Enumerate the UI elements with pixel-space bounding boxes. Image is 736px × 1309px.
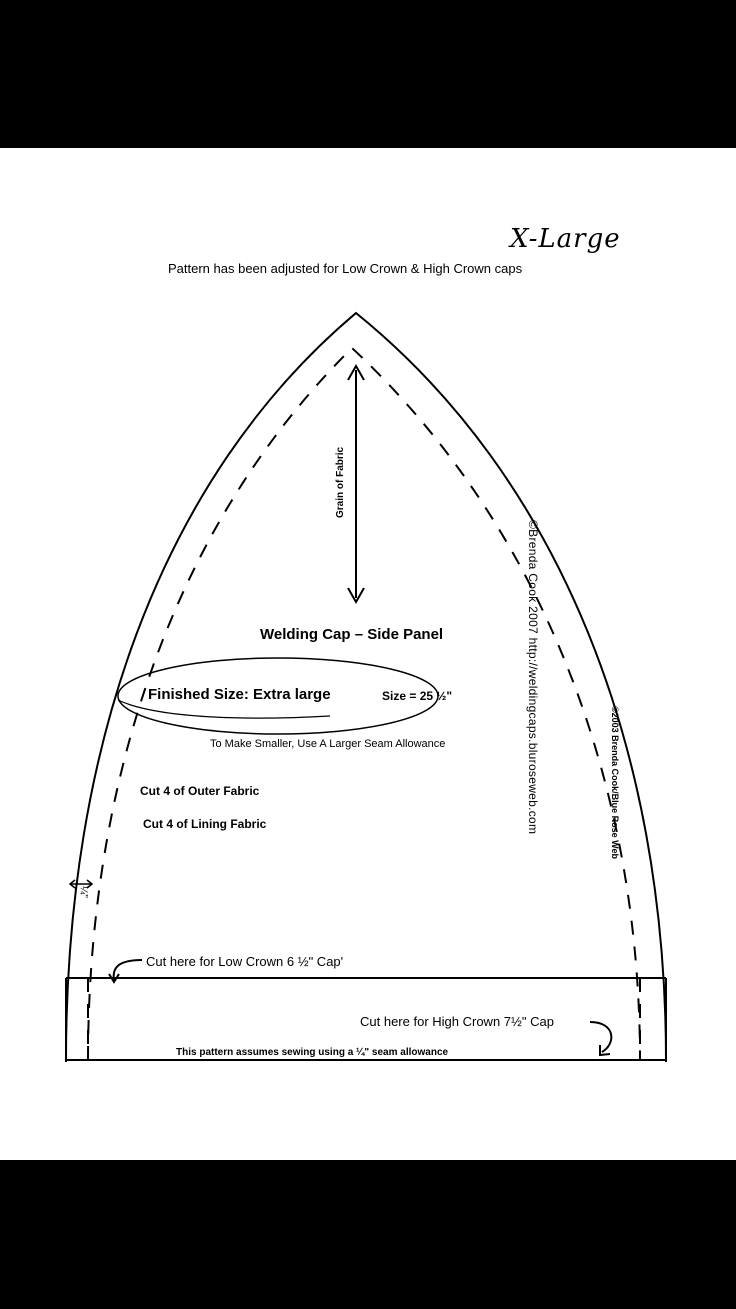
outer-cut-line [65, 311, 667, 1061]
seam-note: This pattern assumes sewing using a ¼" s… [176, 1047, 449, 1058]
cut-low-crown: Cut here for Low Crown 6 ½" Cap' [146, 954, 344, 969]
grain-arrow [347, 363, 365, 605]
low-crown-arrow [112, 959, 143, 981]
cut-high-crown: Cut here for High Crown 7½" Cap [360, 1014, 554, 1029]
stitch-line [87, 346, 641, 1061]
size-value: Size = 25 ½" [382, 689, 453, 703]
cut-lining: Cut 4 of Lining Fabric [143, 817, 267, 831]
low-crown-arrowhead [108, 973, 120, 984]
high-crown-arrow [589, 1021, 613, 1053]
finished-size: Finished Size: Extra large [148, 686, 331, 703]
pattern-drawing [65, 311, 667, 1062]
finished-size-circle [117, 657, 439, 735]
finished-size-underline [117, 699, 331, 719]
smaller-note: To Make Smaller, Use A Larger Seam Allow… [210, 738, 446, 750]
cut-outer: Cut 4 of Outer Fabric [140, 784, 260, 798]
panel-title: Welding Cap – Side Panel [260, 626, 444, 643]
high-crown-arrowhead [599, 1045, 611, 1057]
adjusted-note: Pattern has been adjusted for Low Crown … [168, 261, 523, 276]
size-label: X-Large [510, 224, 621, 254]
copyright-web: ©Brenda Cook 2007 http://weldingcaps.blu… [526, 520, 540, 835]
copyright-2003: ©2003 Brenda Cook/Blue Rose Web [610, 706, 620, 860]
pattern-sheet: X-Large Pattern has been adjusted for Lo… [0, 148, 736, 1160]
seam-mark: ¼" [78, 886, 89, 898]
seam-allowance-marker [68, 879, 94, 889]
grain-label: Grain of Fabric [335, 446, 346, 518]
